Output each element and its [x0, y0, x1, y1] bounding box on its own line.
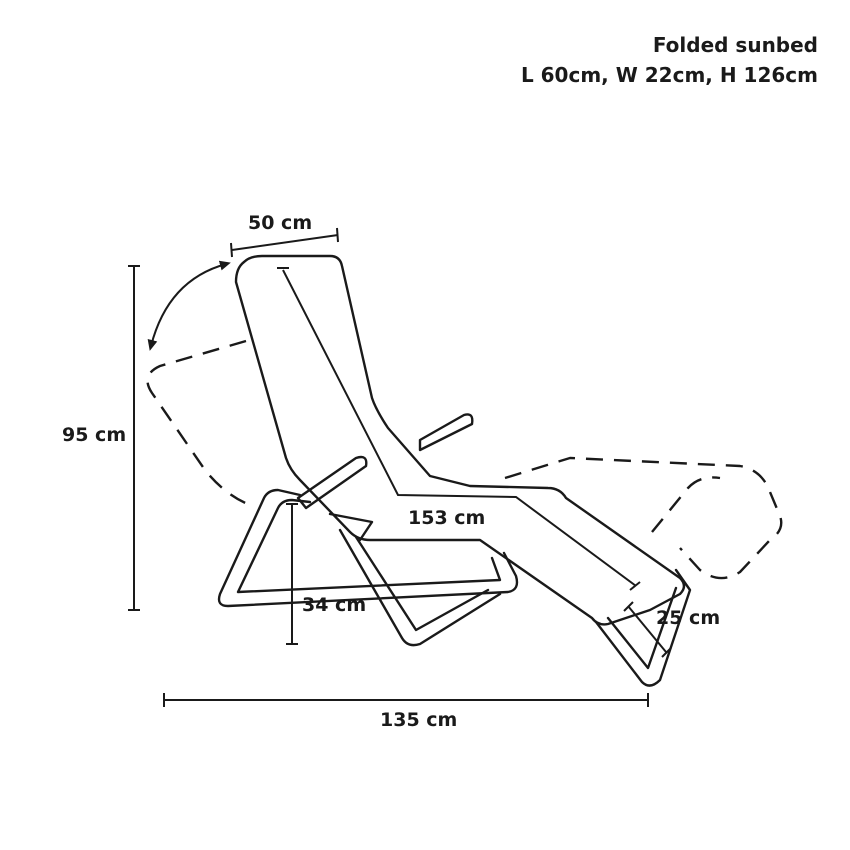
folded-title: Folded sunbed: [652, 33, 818, 57]
seat-height-label: 34 cm: [302, 594, 366, 616]
reclined-position-outline: [146, 339, 783, 580]
recline-arrow-icon: [147, 260, 231, 351]
backrest-width-label: 50 cm: [248, 212, 312, 234]
sunbed-frame: [217, 413, 692, 687]
length-line: [282, 269, 637, 587]
sunbed-fabric: [234, 254, 686, 626]
footrest-dimension: [623, 601, 672, 658]
folded-dimensions: L 60cm, W 22cm, H 126cm: [520, 63, 818, 87]
length-label: 153 cm: [408, 507, 485, 529]
depth-label: 135 cm: [380, 709, 457, 731]
height-dimension: [128, 265, 140, 611]
depth-dimension: [163, 693, 649, 707]
seat-height-dimension: [286, 503, 298, 645]
height-label: 95 cm: [62, 424, 126, 446]
backrest-width-dimension: [230, 227, 339, 258]
footrest-label: 25 cm: [656, 607, 720, 629]
